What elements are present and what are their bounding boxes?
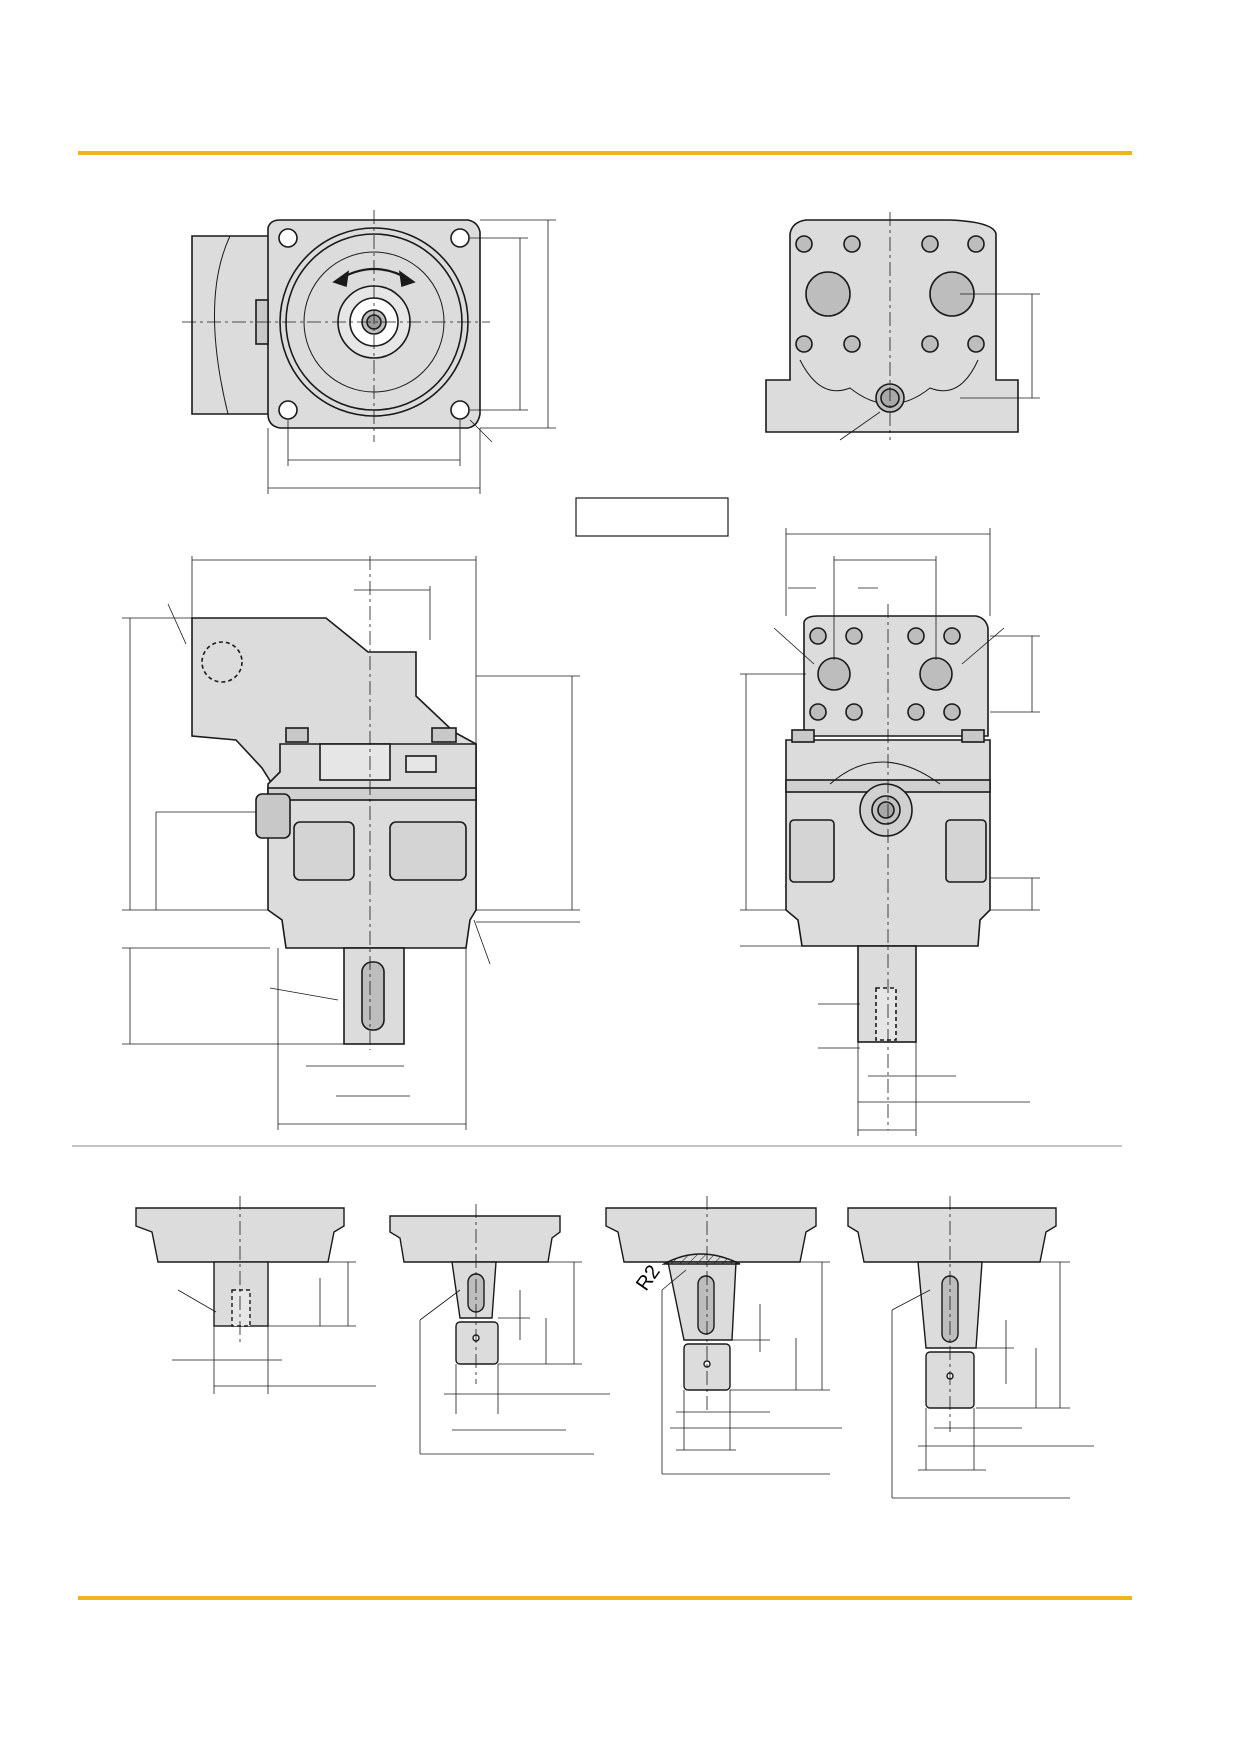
front-view-centerlines <box>182 210 490 442</box>
rear-view-dimensions <box>740 528 1040 1136</box>
top-view-dimensions <box>839 212 1040 441</box>
shaft-detail-4-dims <box>891 1196 1094 1499</box>
top-view <box>765 219 1019 433</box>
title-box <box>575 497 729 537</box>
side-view <box>191 617 477 1045</box>
shaft-detail-2-dims <box>419 1204 610 1455</box>
shaft-radius-label: R2 <box>632 1261 665 1295</box>
shaft-detail-1-dims <box>172 1196 376 1394</box>
front-view-dimensions <box>267 219 556 494</box>
shaft-detail-4 <box>847 1207 1057 1409</box>
side-view-dimensions <box>122 556 580 1130</box>
shaft-detail-2 <box>389 1215 561 1365</box>
shaft-detail-3 <box>605 1207 817 1391</box>
front-view <box>191 219 481 429</box>
shaft-detail-3-dims <box>661 1196 842 1475</box>
